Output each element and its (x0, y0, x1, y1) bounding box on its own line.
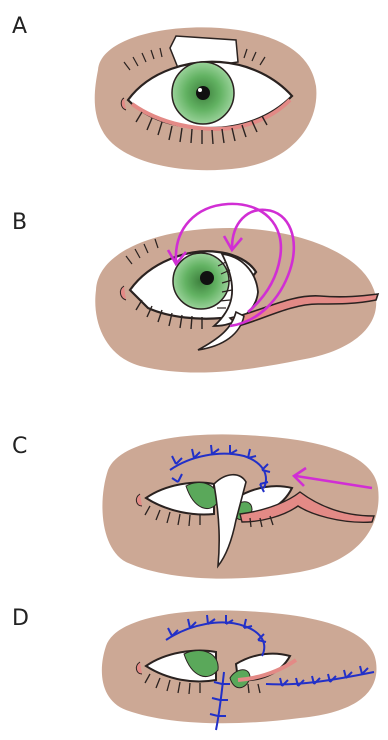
panel-a-illustration (95, 27, 317, 170)
pupil-a (196, 86, 210, 100)
pupil-b (200, 271, 214, 285)
panel-b-illustration (95, 204, 378, 373)
panel-d-illustration (102, 610, 377, 730)
panel-c-illustration (102, 434, 378, 578)
